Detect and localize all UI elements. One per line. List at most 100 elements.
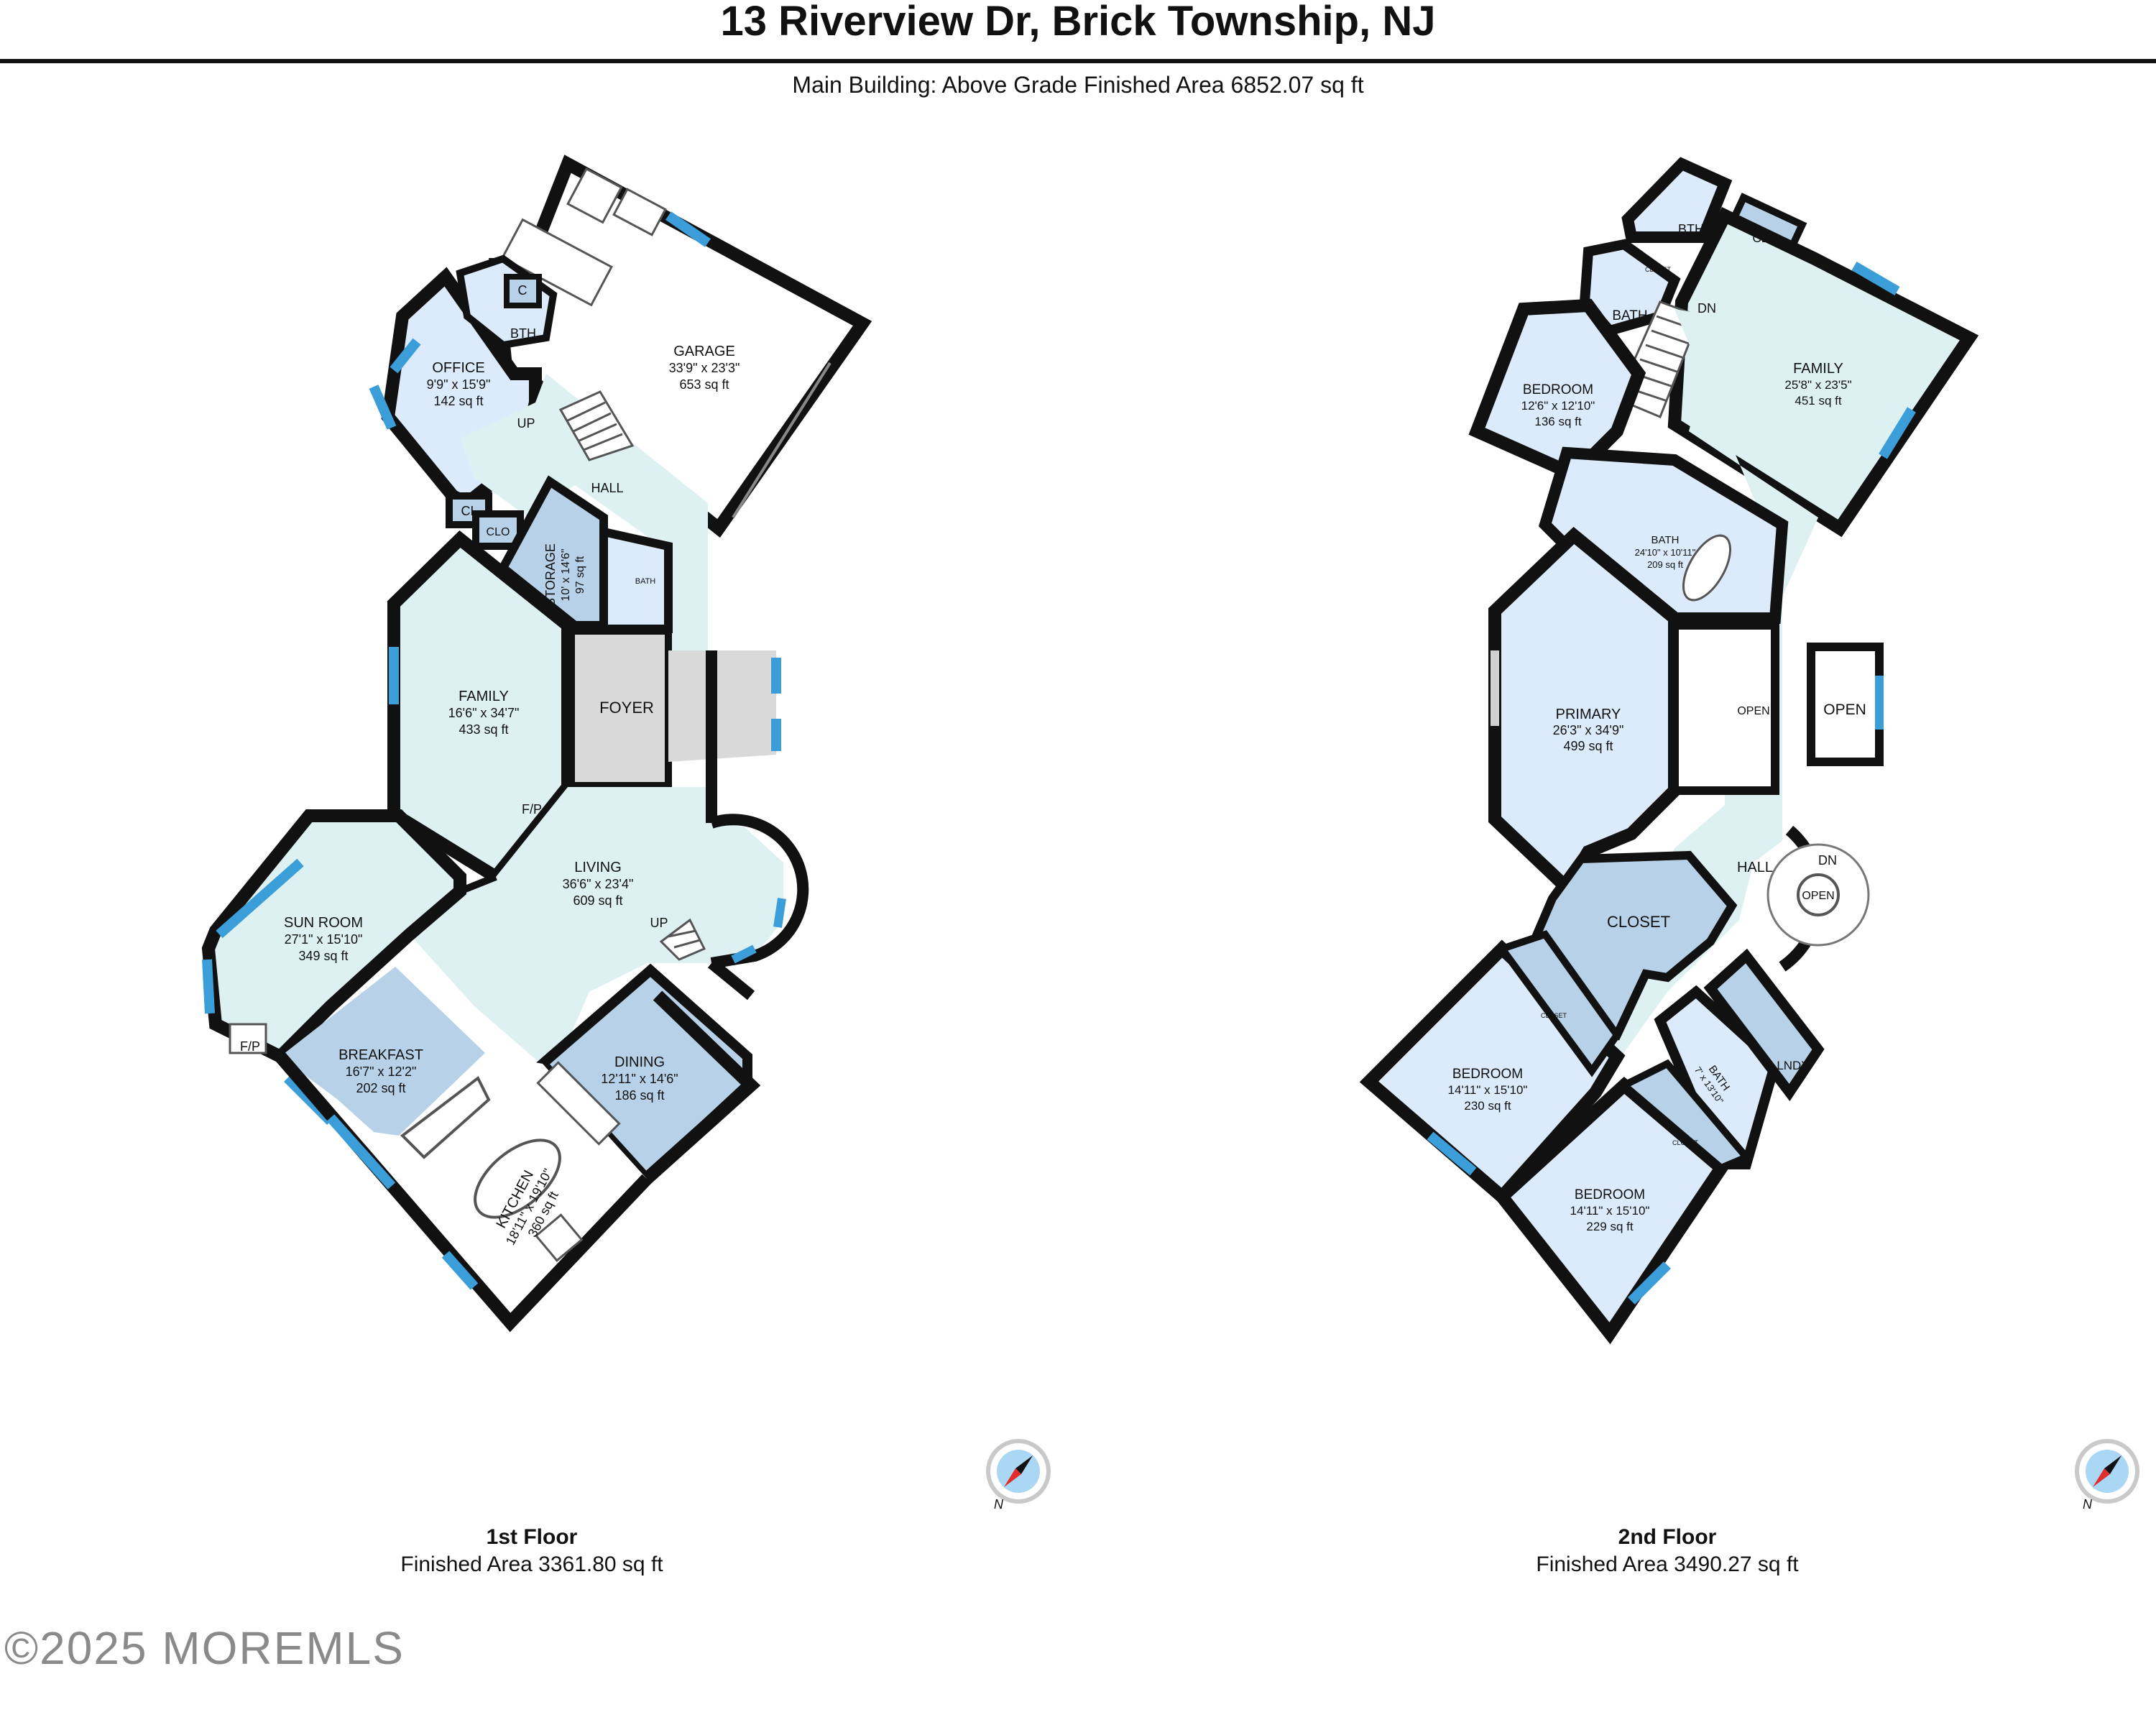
room-area: 142 sq ft: [433, 394, 483, 408]
first-floor-caption: 1st Floor Finished Area 3361.80 sq ft: [359, 1524, 704, 1578]
bedroom-bottom-closet: [1618, 1059, 1753, 1172]
foyer-entry: [668, 650, 776, 762]
room-label: UP: [517, 416, 535, 431]
kitchen-counter: [536, 1061, 621, 1146]
room-dims: 25'8" x 23'5": [1784, 378, 1851, 392]
stairs-up-icon: [558, 390, 635, 461]
bedroom-left-closet: [1496, 930, 1622, 1077]
room-label: BTH: [510, 326, 536, 341]
room-label: CLO: [487, 526, 510, 538]
room-area: 209 sq ft: [1647, 559, 1683, 570]
garage-door: [732, 362, 831, 519]
room-label: FAMILY: [459, 689, 509, 704]
room-label: BREAKFAST: [338, 1047, 423, 1063]
kitchen-island: [400, 1075, 491, 1159]
total-area-subtitle: Main Building: Above Grade Finished Area…: [792, 72, 1364, 98]
room-label: PRIMARY: [1556, 707, 1621, 722]
room-area: 230 sq ft: [1464, 1099, 1511, 1113]
room-label: LIVING: [574, 860, 622, 875]
compass-north-label: N: [2083, 1497, 2093, 1512]
room-area: 609 sq ft: [573, 893, 622, 908]
floor-finished-area: Finished Area 3490.27 sq ft: [1536, 1552, 1799, 1576]
second-floor-plan: BTH CLO CLOSET BATH DN BEDROOM 12'6" x 1…: [1359, 157, 1979, 1345]
living-room: [410, 787, 783, 1075]
room-dims: 12'6" x 12'10": [1521, 399, 1595, 413]
office-window: [390, 338, 421, 374]
room-label: F/P: [240, 1039, 260, 1054]
room-label: HALL: [1737, 860, 1773, 875]
second-floor-caption: 2nd Floor Finished Area 3490.27 sq ft: [1495, 1524, 1840, 1578]
room-label: BATH: [1612, 308, 1647, 323]
garage-window: [665, 211, 711, 247]
primary-bedroom-room: [1488, 526, 1681, 898]
room-label: BEDROOM: [1452, 1067, 1523, 1082]
room-label: DN: [1818, 853, 1837, 868]
room-dims: 16'7" x 12'2": [346, 1064, 417, 1079]
kitchen-window: [326, 1114, 396, 1190]
floor-name: 2nd Floor: [1618, 1525, 1717, 1549]
room-label: F/P: [522, 802, 542, 816]
room-label: HALL: [591, 481, 623, 495]
room-label: FOYER: [599, 699, 654, 717]
first-floor-plan: GARAGE 33'9" x 23'3" 653 sq ft OFFICE 9'…: [201, 155, 872, 1333]
open-to-below: [1670, 621, 1779, 795]
room-dims: 36'6" x 23'4": [563, 877, 634, 891]
room-label: OPEN: [1802, 890, 1834, 902]
room-area: 97 sq ft: [574, 556, 586, 594]
room-dims: 27'1" x 15'10": [285, 932, 363, 947]
sunroom-window: [202, 959, 215, 1014]
room-area: 451 sq ft: [1795, 394, 1841, 408]
first-floor-hall: [460, 374, 708, 650]
living-window: [731, 944, 757, 964]
room-label: BATH: [635, 577, 656, 586]
garage-counter: [566, 167, 623, 224]
room-area: 433 sq ft: [459, 722, 508, 737]
bathtub-icon: [1682, 534, 1732, 602]
room-dims: 10' x 14'6": [560, 548, 572, 601]
storage-room: [497, 475, 608, 630]
kitchen-window: [441, 1251, 479, 1290]
room-area: 653 sq ft: [679, 377, 729, 392]
room-label: CLO: [1753, 231, 1778, 245]
garage-shelf: [501, 218, 613, 307]
room-dims: 14'11" x 15'10": [1570, 1204, 1650, 1218]
room-dims: 33'9" x 23'3": [669, 361, 740, 375]
mls-watermark: ©2025 MOREMLS: [4, 1622, 405, 1674]
room-label: CLOSET: [1541, 1012, 1567, 1019]
room-label: C: [518, 283, 528, 298]
room-label: DINING: [614, 1054, 665, 1070]
room-label: OPEN: [1737, 705, 1769, 717]
stove-icon: [534, 1213, 584, 1262]
compass-icon: N: [2075, 1439, 2139, 1512]
laundry-room: [1703, 948, 1825, 1102]
family-window: [1879, 407, 1916, 459]
room-label: DN: [1697, 301, 1716, 316]
room-label: BEDROOM: [1523, 382, 1593, 397]
garage-counter: [612, 188, 667, 236]
spiral-stair-core: [1797, 873, 1840, 916]
second-floor-bth: [1621, 157, 1733, 243]
room-label: GARAGE: [673, 344, 735, 359]
room-label: CLOSET: [1672, 1139, 1699, 1146]
room-label: CLOSET: [1645, 266, 1672, 273]
room-dims: 9'9" x 15'9": [427, 377, 491, 392]
interior-wall: [459, 873, 497, 895]
room-label: BTH: [1678, 222, 1704, 236]
kitchen-island-sink: [474, 1138, 561, 1219]
room-area: 136 sq ft: [1534, 415, 1581, 428]
room-label: LNDY: [1777, 1059, 1809, 1072]
room-dims: 26'3" x 34'9": [1553, 723, 1624, 737]
bedroom-window: [1628, 1261, 1671, 1305]
living-bay-wall: [709, 814, 809, 969]
closet-c: [504, 274, 542, 308]
floor-finished-area: Finished Area 3361.80 sq ft: [400, 1552, 663, 1576]
room-area: 186 sq ft: [614, 1088, 664, 1103]
bedroom-window: [1427, 1131, 1477, 1176]
office-window: [369, 385, 397, 430]
sunroom-window: [216, 858, 304, 939]
page-title: 13 Riverview Dr, Brick Township, NJ: [720, 0, 1436, 45]
room-label: FAMILY: [1793, 361, 1843, 377]
stairs-up-icon: [659, 918, 706, 961]
compass-icon: N: [986, 1439, 1051, 1512]
room-dims: 14'11" x 15'10": [1448, 1083, 1528, 1097]
